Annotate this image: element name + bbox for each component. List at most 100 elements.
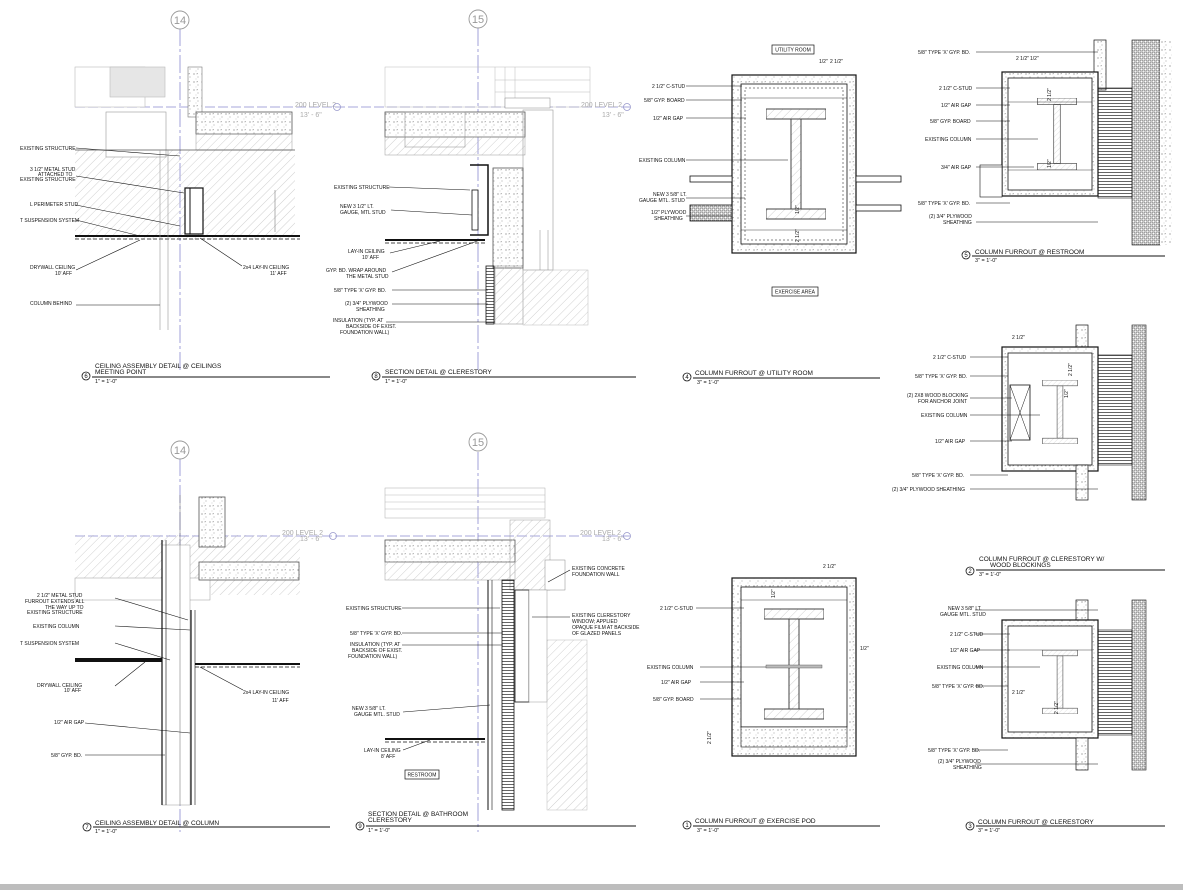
svg-text:3" = 1'-0": 3" = 1'-0"	[978, 828, 1000, 834]
svg-text:6: 6	[84, 374, 88, 380]
svg-text:5/8" GYP. BD.: 5/8" GYP. BD.	[51, 753, 82, 759]
svg-text:BACKSIDE OF EXIST.: BACKSIDE OF EXIST.	[352, 648, 402, 654]
svg-text:2 1/2" C-STUD: 2 1/2" C-STUD	[652, 84, 686, 90]
svg-text:11' AFF: 11' AFF	[270, 271, 287, 277]
svg-text:8' AFF: 8' AFF	[381, 754, 395, 760]
svg-text:EXISTING STRUCTURE: EXISTING STRUCTURE	[20, 177, 76, 183]
svg-text:(2) 3/4" PLYWOOD: (2) 3/4" PLYWOOD	[938, 759, 981, 765]
svg-text:NEW 3 5/8" LT.: NEW 3 5/8" LT.	[948, 606, 982, 612]
svg-text:FOUNDATION WALL): FOUNDATION WALL)	[340, 330, 390, 336]
svg-text:1/2" AIR GAP: 1/2" AIR GAP	[54, 720, 85, 726]
svg-text:COLUMN FURROUT @ UTILITY ROOM: COLUMN FURROUT @ UTILITY ROOM	[695, 370, 813, 377]
svg-text:10' AFF: 10' AFF	[362, 255, 379, 261]
svg-text:7: 7	[85, 825, 89, 831]
svg-text:2 1/2" C-STUD: 2 1/2" C-STUD	[950, 632, 984, 638]
svg-text:EXISTING COLUMN: EXISTING COLUMN	[925, 137, 972, 143]
svg-text:SHEATHING: SHEATHING	[943, 220, 972, 226]
svg-text:EXISTING COLUMN: EXISTING COLUMN	[921, 413, 968, 419]
svg-text:2 1/2": 2 1/2"	[823, 564, 836, 570]
svg-text:2 1/2": 2 1/2"	[1068, 363, 1074, 376]
svg-text:14: 14	[174, 15, 186, 27]
svg-text:5/8" TYPE 'X' GYP. BD.: 5/8" TYPE 'X' GYP. BD.	[350, 631, 402, 637]
svg-text:GAUGE, MTL STUD: GAUGE, MTL STUD	[340, 210, 386, 216]
svg-text:GAUGE MTL. STUD: GAUGE MTL. STUD	[639, 198, 685, 204]
svg-text:EXISTING CLERESTORY: EXISTING CLERESTORY	[572, 613, 631, 619]
svg-text:EXISTING CONCRETE: EXISTING CONCRETE	[572, 566, 625, 572]
svg-text:1" = 1'-0": 1" = 1'-0"	[95, 379, 117, 385]
svg-text:2 1/2": 2 1/2"	[1054, 701, 1060, 714]
svg-text:15: 15	[472, 437, 484, 449]
svg-text:1/2": 1/2"	[1030, 56, 1039, 62]
svg-text:1" = 1'-0": 1" = 1'-0"	[385, 379, 407, 385]
svg-text:EXISTING COLUMN: EXISTING COLUMN	[639, 158, 686, 164]
svg-text:2: 2	[968, 569, 972, 575]
svg-text:1/2" AIR GAP: 1/2" AIR GAP	[653, 116, 684, 122]
svg-text:1" = 1'-0": 1" = 1'-0"	[95, 829, 117, 835]
svg-text:13' - 6": 13' - 6"	[602, 536, 624, 543]
svg-text:BACKSIDE OF EXIST.: BACKSIDE OF EXIST.	[346, 324, 396, 330]
svg-text:2 1/2": 2 1/2"	[707, 731, 713, 744]
svg-text:GAUGE MTL. STUD: GAUGE MTL. STUD	[940, 612, 986, 618]
svg-text:4: 4	[685, 375, 689, 381]
svg-text:NEW 3 1/2" LT.: NEW 3 1/2" LT.	[340, 204, 374, 210]
svg-text:UTILITY ROOM: UTILITY ROOM	[775, 48, 810, 54]
svg-text:2 1/2" C-STUD: 2 1/2" C-STUD	[933, 355, 967, 361]
svg-text:1/2": 1/2"	[1064, 389, 1070, 398]
svg-text:5/8" TYPE 'X' GYP. BD.: 5/8" TYPE 'X' GYP. BD.	[918, 50, 970, 56]
svg-text:2 1/2" C-STUD: 2 1/2" C-STUD	[939, 86, 973, 92]
detail-5-furrout-restroom: 2 1/2" 1/2" 2 1/2" 1/2" 5/8" TYPE 'X' GY…	[918, 39, 1172, 264]
svg-text:3/4" AIR GAP: 3/4" AIR GAP	[941, 165, 972, 171]
svg-text:10' AFF: 10' AFF	[64, 688, 81, 694]
svg-text:5/8" TYPE 'X' GYP. BD.: 5/8" TYPE 'X' GYP. BD.	[912, 473, 964, 479]
svg-text:EXISTING COLUMN: EXISTING COLUMN	[647, 665, 694, 671]
svg-text:GAUGE MTL. STUD: GAUGE MTL. STUD	[354, 712, 400, 718]
svg-text:1/2" AIR GAP: 1/2" AIR GAP	[950, 648, 981, 654]
svg-text:8: 8	[374, 374, 378, 380]
svg-text:THE METAL STUD: THE METAL STUD	[346, 274, 389, 280]
svg-text:3: 3	[968, 824, 972, 830]
svg-text:5/8" TYPE 'X' GYP. BD.: 5/8" TYPE 'X' GYP. BD.	[334, 288, 386, 294]
svg-text:(2) 3/4" PLYWOOD: (2) 3/4" PLYWOOD	[929, 214, 972, 220]
svg-text:10' AFF: 10' AFF	[55, 271, 72, 277]
svg-text:ATTACHED TO: ATTACHED TO	[38, 172, 72, 178]
svg-text:LAY-IN CEILING: LAY-IN CEILING	[348, 249, 385, 255]
detail-4-furrout-utility-room: UTILITY ROOM 1/2" 2 1/2" 1/2" 2 1/2" 2 1…	[639, 44, 902, 386]
svg-text:LAY-IN CEILING: LAY-IN CEILING	[364, 748, 401, 754]
sheet-bottom-border	[0, 884, 1183, 890]
svg-text:SHEATHING: SHEATHING	[654, 216, 683, 222]
detail-6-ceiling-meeting-point: EXISTING STRUCTURE 3 1/2" METAL STUD ATT…	[20, 66, 330, 385]
svg-text:(2) 2X8 WOOD BLOCKING: (2) 2X8 WOOD BLOCKING	[907, 393, 968, 399]
svg-text:1/2" PLYWOOD: 1/2" PLYWOOD	[651, 210, 687, 216]
svg-text:CLERESTORY: CLERESTORY	[368, 817, 412, 824]
svg-text:COLUMN FURROUT @ EXERCISE POD: COLUMN FURROUT @ EXERCISE POD	[695, 818, 816, 825]
svg-text:14: 14	[174, 445, 186, 457]
svg-text:L PERIMETER STUD: L PERIMETER STUD	[30, 202, 79, 208]
svg-text:200 LEVEL 2: 200 LEVEL 2	[282, 530, 323, 537]
svg-text:2x4 LAY-IN CEILING: 2x4 LAY-IN CEILING	[243, 690, 289, 696]
svg-text:2 1/2" C-STUD: 2 1/2" C-STUD	[660, 606, 694, 612]
svg-text:5/8" TYPE 'X' GYP. BD.: 5/8" TYPE 'X' GYP. BD.	[918, 201, 970, 207]
svg-text:SECTION DETAIL @ BATHROOM: SECTION DETAIL @ BATHROOM	[368, 811, 468, 818]
detail-1-furrout-exercise-pod: 2 1/2" 1/2" 1/2" 2 1/2" 2 1/2" C-STUD EX…	[647, 564, 880, 834]
svg-text:FOUNDATION WALL: FOUNDATION WALL	[572, 572, 620, 578]
svg-text:SECTION DETAIL @ CLERESTORY: SECTION DETAIL @ CLERESTORY	[385, 369, 492, 376]
svg-text:5/8" GYP. BOARD: 5/8" GYP. BOARD	[644, 98, 685, 104]
svg-text:1/2" AIR GAP: 1/2" AIR GAP	[941, 103, 972, 109]
svg-text:1/2": 1/2"	[795, 205, 801, 214]
svg-text:RESTROOM: RESTROOM	[408, 773, 437, 779]
svg-text:2x4 LAY-IN CEILING: 2x4 LAY-IN CEILING	[243, 265, 289, 271]
detail-7-ceiling-column: 2 1/2" METAL STUD FURROUT EXTENDS ALL TH…	[20, 495, 330, 835]
svg-text:NEW 3 5/8" LT.: NEW 3 5/8" LT.	[653, 192, 687, 198]
grid-bubble-14-bottom: 14	[170, 440, 190, 460]
svg-text:2 1/2": 2 1/2"	[795, 229, 801, 242]
detail-8-section-clerestory: EXISTING STRUCTURE NEW 3 1/2" LT. GAUGE,…	[326, 66, 636, 385]
svg-text:2 1/2" METAL STUD: 2 1/2" METAL STUD	[37, 593, 83, 599]
svg-text:CEILING ASSEMBLY DETAIL @ CEIL: CEILING ASSEMBLY DETAIL @ CEILINGS	[95, 363, 222, 370]
detail-2-furrout-wood-blockings: 2 1/2" 2 1/2" 1/2" 2 1/2" C-STUD 5/8" TY…	[892, 324, 1165, 578]
svg-text:200 LEVEL 2: 200 LEVEL 2	[581, 102, 622, 109]
svg-text:15: 15	[472, 14, 484, 26]
svg-text:FOUNDATION WALL): FOUNDATION WALL)	[348, 654, 398, 660]
svg-text:1/2": 1/2"	[860, 646, 869, 652]
grid-bubble-14-top: 14	[170, 10, 190, 30]
